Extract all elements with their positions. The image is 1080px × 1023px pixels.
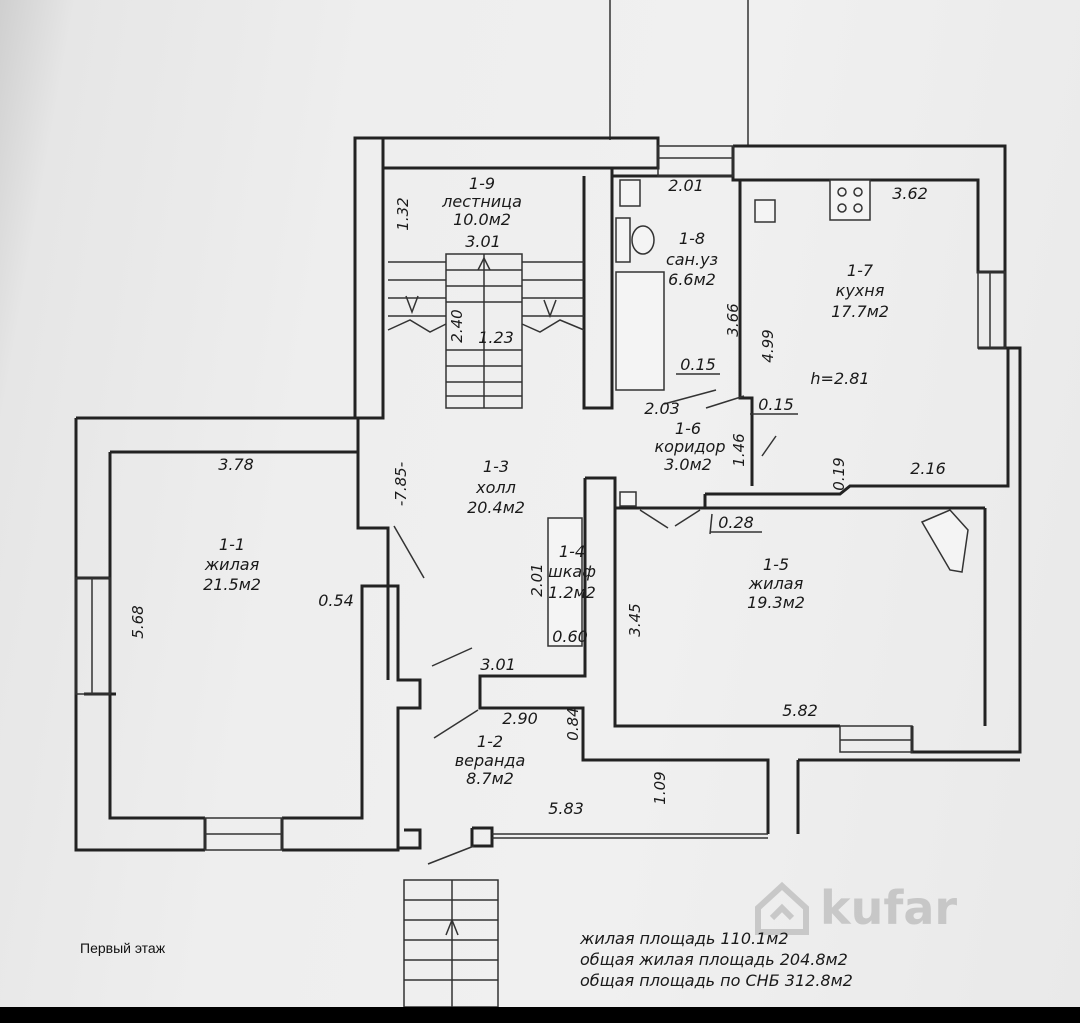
- room-number: 1-8: [679, 229, 705, 248]
- dim-2-01-top: 2.01: [668, 176, 704, 195]
- doors: [393, 373, 798, 865]
- dim-1-09: 1.09: [651, 771, 669, 804]
- dim-5-82: 5.82: [782, 701, 818, 720]
- dim-0-84: 0.84: [564, 707, 582, 740]
- total-general-living-area: общая жилая площадь 204.8м2: [580, 950, 848, 969]
- dim-3-62: 3.62: [892, 184, 928, 203]
- room-name: жилая: [204, 555, 260, 574]
- ceiling-height: h=2.81: [810, 369, 869, 388]
- room-1-3: 1-3 холл 20.4м2: [467, 457, 525, 517]
- room-name: лестница: [441, 192, 522, 211]
- total-snb-area: общая площадь по СНБ 312.8м2: [580, 971, 853, 990]
- room-area: 10.0м2: [453, 210, 511, 229]
- room-name: веранда: [455, 751, 526, 770]
- total-living-area: жилая площадь 110.1м2: [580, 929, 789, 948]
- dim-0-60: 0.60: [552, 627, 588, 646]
- dim-3-66: 3.66: [724, 303, 742, 336]
- room-1-6: 1-6 коридор 3.0м2: [654, 419, 725, 474]
- stairs: [387, 253, 585, 1007]
- room-name: шкаф: [548, 562, 596, 581]
- room-number: 1-3: [483, 457, 509, 476]
- bottom-bar: [0, 1007, 1080, 1023]
- fixtures: [547, 179, 969, 647]
- dim-0-19: 0.19: [830, 457, 848, 490]
- room-1-7: 1-7 кухня 17.7м2: [831, 261, 889, 321]
- floor-caption: Первый этаж: [80, 940, 166, 956]
- dim-3-01-mid: 3.01: [480, 655, 516, 674]
- dim-1-23: 1.23: [478, 328, 514, 347]
- dim-4-99: 4.99: [759, 329, 777, 362]
- kufar-logo-icon: [755, 881, 809, 935]
- dim-2-90: 2.90: [502, 709, 538, 728]
- room-area: 19.3м2: [747, 593, 805, 612]
- room-number: 1-7: [847, 261, 874, 280]
- windows: [75, 145, 1006, 851]
- room-number: 1-9: [469, 174, 495, 193]
- room-1-9: 1-9 лестница 10.0м2: [441, 174, 522, 229]
- dim-0-15-b: 0.15: [758, 395, 794, 414]
- room-area: 20.4м2: [467, 498, 525, 517]
- dim-0-54: 0.54: [318, 591, 354, 610]
- dim-3-78: 3.78: [218, 455, 254, 474]
- kufar-watermark: kufar: [752, 878, 957, 938]
- dim-2-01-mid: 2.01: [528, 563, 546, 596]
- outer-walls: [74, 136, 1022, 852]
- room-name: кухня: [836, 281, 885, 300]
- room-name: жилая: [748, 574, 804, 593]
- dim-2-03: 2.03: [644, 399, 680, 418]
- room-1-8: 1-8 сан.уз 6.6м2: [666, 229, 718, 289]
- room-1-1: 1-1 жилая 21.5м2: [203, 535, 261, 594]
- room-number: 1-4: [559, 542, 585, 561]
- room-area: 3.0м2: [664, 455, 712, 474]
- room-1-4: 1-4 шкаф 1.2м2: [548, 542, 596, 602]
- dim-1-46: 1.46: [730, 433, 748, 466]
- dim-5-68: 5.68: [129, 605, 147, 638]
- room-number: 1-6: [675, 419, 701, 438]
- room-name: коридор: [654, 437, 725, 456]
- room-area: 17.7м2: [831, 302, 889, 321]
- dim-7-85: -7.85-: [392, 462, 410, 506]
- area-totals: жилая площадь 110.1м2 общая жилая площад…: [580, 928, 853, 991]
- dim-3-45: 3.45: [626, 603, 644, 636]
- dim-0-15-a: 0.15: [680, 355, 716, 374]
- room-name: холл: [475, 478, 516, 497]
- dim-2-16: 2.16: [910, 459, 946, 478]
- watermark-text: kufar: [820, 881, 958, 935]
- dim-1-32: 1.32: [394, 197, 412, 230]
- dim-0-28: 0.28: [718, 513, 754, 532]
- room-number: 1-5: [763, 555, 789, 574]
- room-name: сан.уз: [666, 250, 718, 269]
- dim-5-83: 5.83: [548, 799, 584, 818]
- room-number: 1-1: [219, 535, 245, 554]
- room-area: 1.2м2: [548, 583, 596, 602]
- room-number: 1-2: [477, 732, 503, 751]
- room-1-2: 1-2 веранда 8.7м2: [455, 732, 526, 788]
- dim-3-01-top: 3.01: [465, 232, 501, 251]
- dim-2-40: 2.40: [448, 309, 466, 342]
- dimensions: 1.32 3.01 2.40 1.23 2.01 3.62 3.66 4.99 …: [129, 176, 946, 818]
- room-1-5: 1-5 жилая 19.3м2: [747, 555, 805, 612]
- room-area: 21.5м2: [203, 575, 261, 594]
- room-area: 8.7м2: [466, 769, 514, 788]
- room-area: 6.6м2: [668, 270, 716, 289]
